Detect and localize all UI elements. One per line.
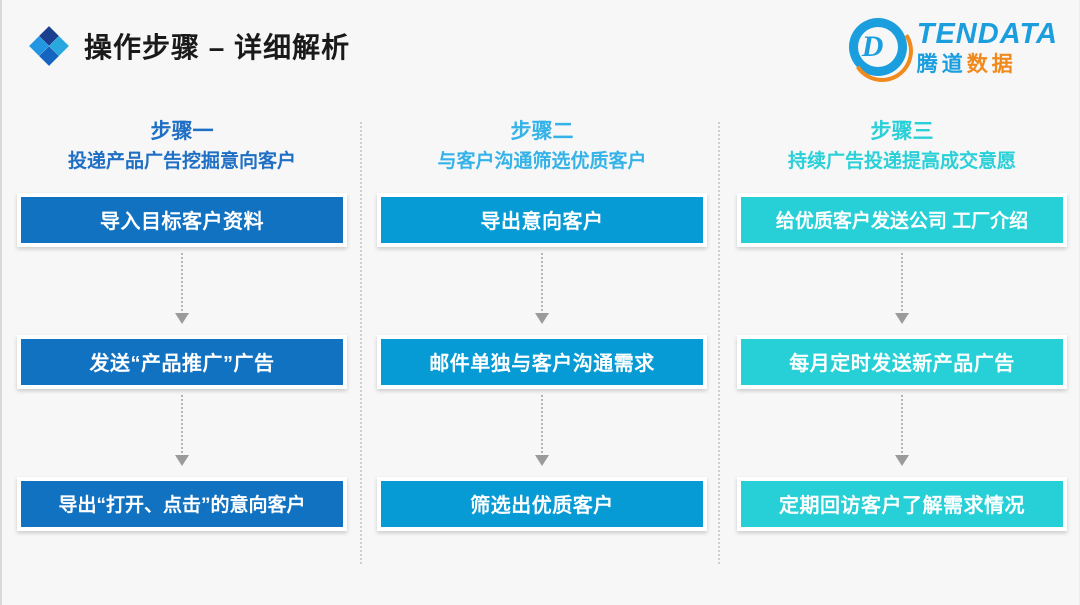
flow-node-2-1[interactable]: 导出意向客户	[377, 192, 707, 247]
logo-mark-icon: D	[844, 14, 919, 88]
step-label-1: 步骤一	[150, 120, 214, 143]
flow-arrow-2-1	[535, 247, 549, 335]
step-column-1: 步骤一 投递产品广告挖掘意向客户 导入目标客户资料 发送“产品推广”广告 导出“…	[2, 118, 362, 588]
flow-arrow-1-2	[175, 389, 189, 477]
page-title: 操作步骤 – 详细解析	[84, 32, 351, 63]
step-flow-1: 导入目标客户资料 发送“产品推广”广告 导出“打开、点击”的意向客户	[17, 192, 347, 531]
flow-node-1-3[interactable]: 导出“打开、点击”的意向客户	[17, 476, 347, 531]
step-column-3: 步骤三 持续广告投递提高成交意愿 给优质客户发送公司 工厂介绍 每月定时发送新产…	[722, 118, 1079, 588]
title-group: 操作步骤 – 详细解析	[29, 26, 351, 66]
flow-node-3-2[interactable]: 每月定时发送新产品广告	[737, 334, 1067, 389]
logo-english-name: TENDATA	[916, 17, 1058, 50]
arrow-head-icon	[895, 312, 909, 324]
flow-arrow-1-1	[175, 247, 189, 335]
arrow-line	[541, 252, 543, 315]
step-subtitle-3: 持续广告投递提高成交意愿	[787, 151, 1016, 173]
arrow-line	[901, 394, 903, 457]
logo-text: TENDATA 腾道数据	[916, 17, 1058, 75]
flow-node-1-1[interactable]: 导入目标客户资料	[17, 192, 347, 247]
step-label-3: 步骤三	[870, 120, 934, 143]
logo-chinese-part2: 数据	[966, 52, 1017, 76]
flow-arrow-3-2	[895, 389, 909, 477]
step-flow-3: 给优质客户发送公司 工厂介绍 每月定时发送新产品广告 定期回访客户了解需求情况	[737, 192, 1067, 531]
logo-chinese-name: 腾道数据	[917, 54, 1058, 75]
arrow-head-icon	[535, 312, 549, 324]
flow-node-3-3[interactable]: 定期回访客户了解需求情况	[737, 476, 1067, 531]
arrow-line	[181, 394, 183, 457]
arrow-line	[541, 394, 543, 457]
step-label-2: 步骤二	[510, 120, 574, 143]
step-flow-2: 导出意向客户 邮件单独与客户沟通需求 筛选出优质客户	[377, 192, 707, 531]
flow-node-3-1[interactable]: 给优质客户发送公司 工厂介绍	[737, 192, 1067, 247]
step-header-3: 步骤三 持续广告投递提高成交意愿	[788, 118, 1016, 175]
arrow-head-icon	[895, 454, 909, 466]
tendata-logo: D TENDATA 腾道数据	[844, 14, 1058, 88]
arrow-head-icon	[535, 454, 549, 466]
logo-inner-shape	[857, 27, 898, 67]
column-divider-2	[718, 122, 720, 564]
flow-arrow-2-2	[535, 389, 549, 477]
arrow-head-icon	[175, 454, 189, 466]
arrow-head-icon	[175, 312, 189, 324]
step-header-1: 步骤一 投递产品广告挖掘意向客户	[68, 118, 296, 175]
step-subtitle-1: 投递产品广告挖掘意向客户	[67, 151, 296, 173]
step-column-2: 步骤二 与客户沟通筛选优质客户 导出意向客户 邮件单独与客户沟通需求 筛选出优质…	[362, 118, 722, 588]
slide-header: 操作步骤 – 详细解析 D TENDATA 腾道数据	[2, 0, 1079, 100]
arrow-line	[181, 252, 183, 315]
column-divider-1	[360, 122, 362, 564]
flow-node-2-3[interactable]: 筛选出优质客户	[377, 476, 707, 531]
flow-node-2-2[interactable]: 邮件单独与客户沟通需求	[377, 334, 707, 389]
arrow-line	[901, 252, 903, 315]
logo-swoosh-shape	[844, 14, 919, 88]
logo-letter: D	[861, 30, 884, 63]
logo-chinese-part1: 腾道	[916, 52, 967, 76]
step-header-2: 步骤二 与客户沟通筛选优质客户	[437, 118, 646, 175]
steps-container: 步骤一 投递产品广告挖掘意向客户 导入目标客户资料 发送“产品推广”广告 导出“…	[2, 118, 1079, 588]
step-subtitle-2: 与客户沟通筛选优质客户	[437, 151, 647, 173]
flow-arrow-3-1	[895, 247, 909, 335]
flow-node-1-2[interactable]: 发送“产品推广”广告	[17, 334, 347, 389]
diamond-cluster-icon	[29, 26, 69, 66]
